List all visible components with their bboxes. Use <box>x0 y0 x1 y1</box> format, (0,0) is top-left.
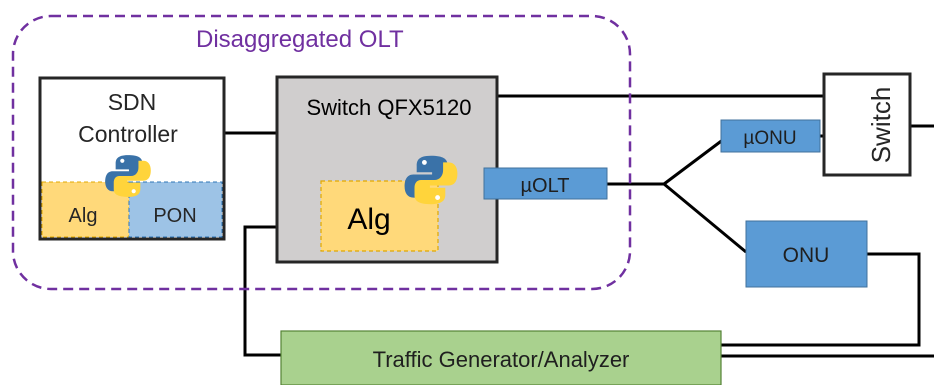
link-splitter-to-onu <box>663 182 747 254</box>
link-onu-to-traffic <box>721 252 921 347</box>
uonu-box <box>720 119 821 153</box>
onu-label: ONU <box>783 244 830 267</box>
traffic-generator-box <box>280 330 722 385</box>
link-splitter-to-uonu <box>663 134 729 186</box>
sdn-pon-label: PON <box>153 205 196 227</box>
connection-lines <box>225 94 934 358</box>
sdn-controller-title-line2: Controller <box>78 121 178 147</box>
sdn-controller-title-line1: SDN <box>108 89 157 115</box>
right-switch-box <box>822 72 912 177</box>
uolt-label: µOLT <box>521 175 570 197</box>
onu-box <box>745 220 868 288</box>
sdn-alg-label: Alg <box>69 205 98 227</box>
uolt-box <box>483 167 608 200</box>
uonu-label: µONU <box>743 128 796 149</box>
switch-qfx5120-title: Switch QFX5120 <box>306 95 471 120</box>
group-label: Disaggregated OLT <box>196 26 404 53</box>
right-switch-label: Switch <box>866 87 896 164</box>
sdn-pon-block <box>128 181 223 238</box>
traffic-generator-label: Traffic Generator/Analyzer <box>373 347 630 372</box>
disaggregated-olt-group <box>11 14 632 291</box>
link-qfx-to-traffic <box>243 225 281 357</box>
switch-alg-label: Alg <box>347 203 390 236</box>
